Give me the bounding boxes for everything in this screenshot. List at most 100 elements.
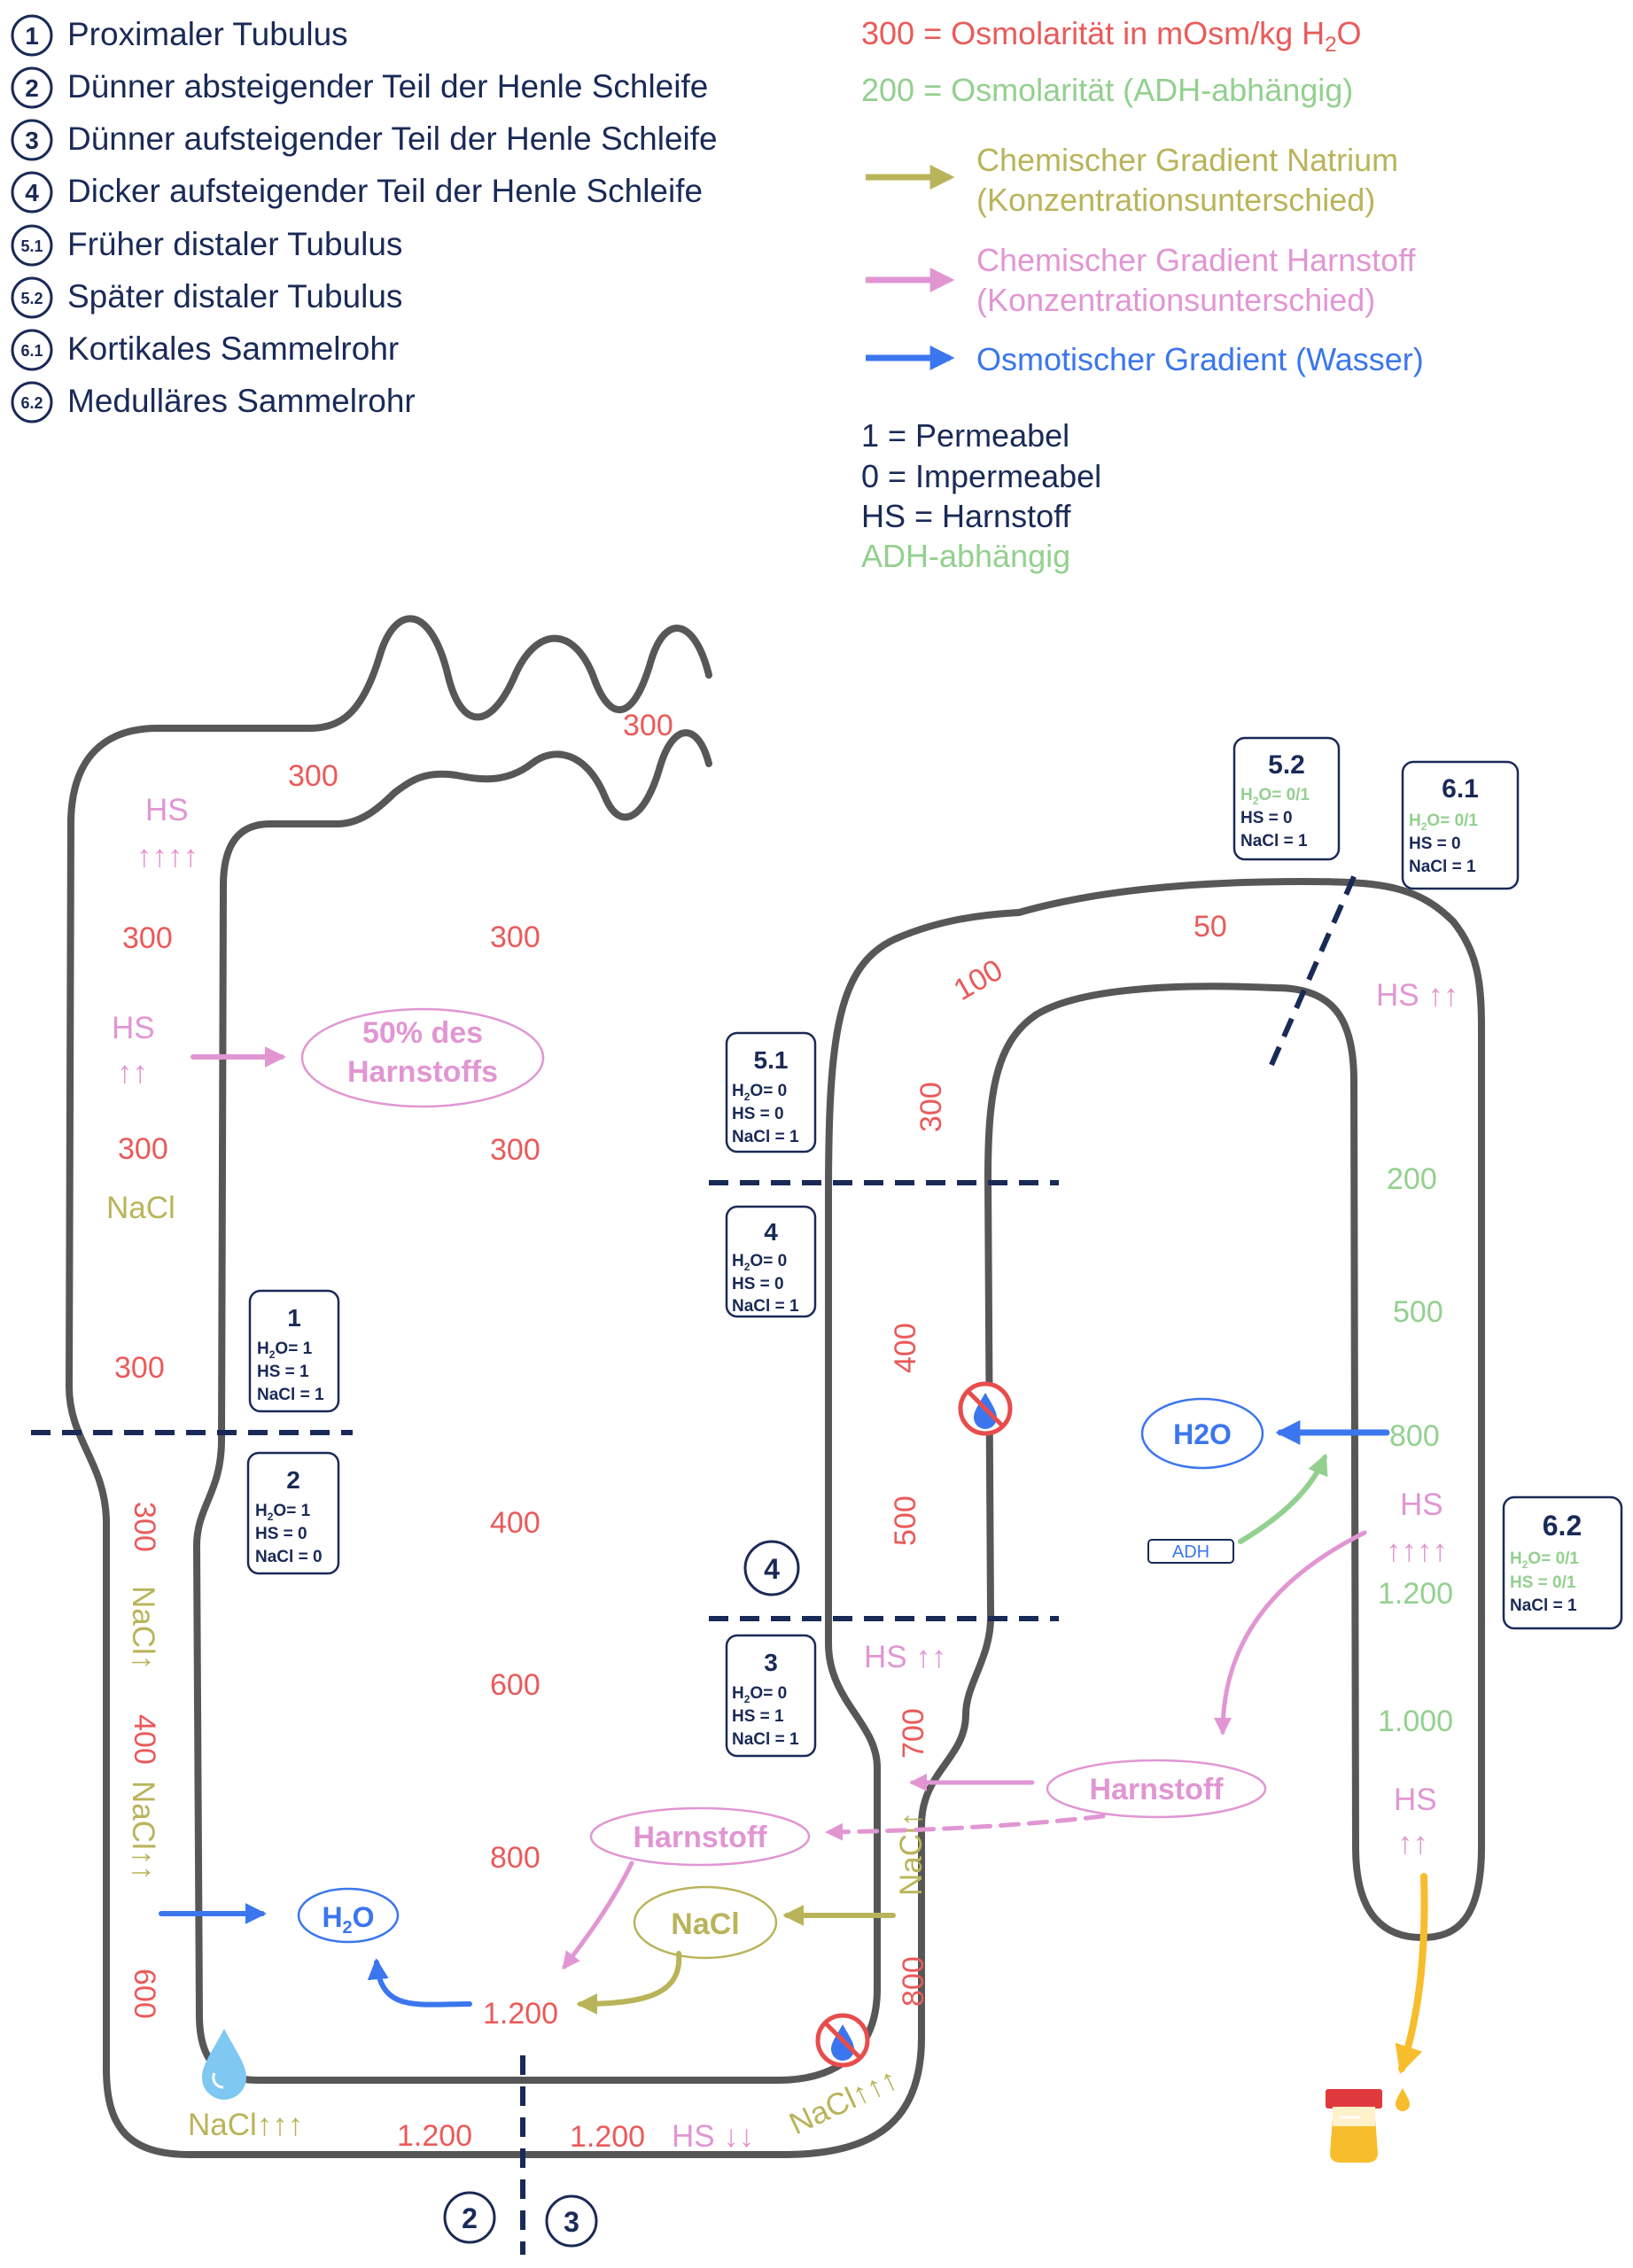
adh-osm-value: 200 (1387, 1162, 1437, 1196)
segment-dividers (31, 871, 1358, 2255)
box-number: 5.2 (1268, 750, 1305, 780)
box-number: 6.2 (1543, 1510, 1582, 1542)
box-hs: HS = 1 (732, 1707, 784, 1726)
box-h2o: H2O= 1 (257, 1340, 313, 1361)
box-hs: HS = 1 (257, 1363, 309, 1381)
box-h2o: H2O= 0 (732, 1082, 787, 1103)
key-sodium-label: (Konzentrationsunterschied) (976, 182, 1375, 218)
osm-value: 800 (490, 1841, 540, 1875)
osm-value: 300 (122, 921, 173, 955)
divider-5-6 (1269, 871, 1358, 1067)
segment-item: 2 Dünner absteigender Teil der Henle Sch… (11, 66, 708, 109)
osm-value: 400 (128, 1714, 161, 1765)
nacl-label: NaCl↑↑↑ (188, 2108, 303, 2142)
box-h2o: H2O= 0/1 (1240, 786, 1310, 807)
urea-label: HS (112, 1011, 155, 1045)
oval-text: Harnstoff (1089, 1773, 1224, 1806)
oval-nacl: NaCl (633, 1885, 778, 1960)
key-urea-label: Chemischer Gradient Harnstoff (976, 242, 1417, 278)
osm-value: 300 (288, 759, 338, 793)
osm-value: 300 (490, 920, 540, 954)
box-h2o: H2O= 0/1 (1409, 812, 1478, 833)
osm-value: 300 (114, 1351, 165, 1385)
osm-value: 300 (490, 1133, 540, 1167)
segment-item: 5.1 Früher distaler Tubulus (11, 224, 402, 267)
oval-h2o-right: H2O (1140, 1397, 1264, 1470)
box-h2o: H2O= 1 (255, 1502, 311, 1523)
water-arrow (367, 1958, 472, 2008)
oval-text: H2O (1173, 1418, 1232, 1450)
segment-label: Dünner absteigender Teil der Henle Schle… (67, 68, 708, 105)
segment-number: 1 (25, 22, 39, 50)
circle-segment-4: 4 (743, 1540, 800, 1596)
osm-value: 50 (1194, 910, 1227, 944)
adh-osm-value: 1.000 (1378, 1705, 1453, 1738)
key-impermeable: 0 = Impermeabel (861, 458, 1101, 494)
box-h2o: H2O= 0/1 (1510, 1550, 1579, 1571)
urea-arrow (1214, 1530, 1367, 1736)
box-segment-6-2: 6.2 H2O= 0/1 HS = 0/1 NaCl = 1 (1502, 1495, 1623, 1630)
nacl-label: NaCl↑ (126, 1586, 160, 1670)
osm-value: 300 (118, 1132, 168, 1166)
segment-label: Dünner aufsteigender Teil der Henle Schl… (67, 120, 718, 157)
circle-number: 3 (564, 2206, 579, 2238)
urea-arrows: ↑↑↑↑ (1386, 1534, 1448, 1568)
box-nacl: NaCl = 1 (1240, 832, 1308, 850)
osm-value: 600 (128, 1969, 161, 2019)
circle-segment-2: 2 (443, 2191, 496, 2244)
box-hs: HS = 0 (1240, 809, 1293, 827)
box-number: 4 (764, 1218, 778, 1246)
segment-number: 5.1 (20, 237, 43, 255)
osm-value: 300 (623, 709, 673, 742)
oval-text: H2O (322, 1901, 374, 1938)
osm-value: 700 (897, 1708, 930, 1759)
box-h2o: H2O= 0 (732, 1252, 787, 1273)
key-adh-osmolarity: 200 = Osmolarität (ADH-abhängig) (861, 72, 1353, 108)
segment-label: Früher distaler Tubulus (67, 226, 402, 262)
osm-value: 1.200 (397, 2119, 472, 2153)
osm-value: 1.200 (483, 1997, 558, 2031)
osm-value: 400 (490, 1506, 540, 1540)
box-segment-5-1: 5.1 H2O= 0 HS = 0 NaCl = 1 (725, 1031, 817, 1153)
segment-number: 6.2 (20, 394, 43, 412)
key-legend: 300 = Osmolarität in mOsm/kg H2O 200 = O… (861, 15, 1424, 574)
osm-value: 400 (889, 1323, 922, 1373)
urine-arrow (1395, 1873, 1428, 2075)
segment-circles: 2 3 4 (443, 1540, 800, 2248)
gradient-arrows (159, 1046, 1428, 2075)
permeability-boxes: 1 H2O= 1 HS = 1 NaCl = 1 2 H2O= 1 HS = 0… (246, 736, 1623, 1758)
adh-osm-value: 500 (1393, 1295, 1443, 1329)
osm-value: 1.200 (570, 2120, 645, 2154)
urea-label: HS ↑↑ (1376, 978, 1458, 1013)
adh-arrow (1238, 1453, 1328, 1544)
segment-number: 6.1 (20, 342, 43, 360)
box-segment-5-2: 5.2 H2O= 0/1 HS = 0 NaCl = 1 (1233, 736, 1341, 861)
urea-arrow (562, 1860, 634, 1970)
adh-osmolarity-values: 200 500 800 1.200 1.000 (1378, 1162, 1453, 1738)
nacl-label: NaCl↑↑ (126, 1781, 160, 1881)
no-water-icon (958, 1381, 1013, 1436)
tube-inner-wall (193, 729, 1023, 2084)
osm-value: 600 (490, 1668, 540, 1702)
key-permeable: 1 = Permeabel (861, 417, 1069, 454)
osm-value: 100 (948, 953, 1008, 1007)
box-nacl: NaCl = 0 (255, 1548, 323, 1566)
box-nacl: NaCl = 1 (1510, 1596, 1577, 1615)
urea-label: HS ↓↓ (672, 2119, 754, 2154)
oval-h2o-left: H2O (297, 1887, 400, 1944)
oval-half-urea: 50% des Harnstoffs (300, 1007, 545, 1108)
box-segment-1: 1 H2O= 1 HS = 1 NaCl = 1 (248, 1289, 340, 1413)
nacl-label: NaCl↑ (894, 1812, 929, 1896)
segment-label: Kortikales Sammelrohr (67, 330, 399, 367)
adh-osm-value: 800 (1389, 1419, 1440, 1453)
box-number: 5.1 (754, 1046, 789, 1074)
osm-value: 800 (897, 1956, 930, 2007)
osmolarity-values: 300 300 300 300 300 300 300 400 600 800 … (114, 709, 1227, 2154)
nephron-tubule-main (66, 615, 1485, 2158)
urea-label: HS (1394, 1783, 1437, 1817)
segment-label: Später distaler Tubulus (67, 278, 402, 315)
urea-arrow (825, 1814, 1106, 1841)
circle-number: 2 (462, 2202, 478, 2234)
tube-outer-wall (66, 615, 1485, 2158)
water-drop-icon (202, 2029, 246, 2100)
